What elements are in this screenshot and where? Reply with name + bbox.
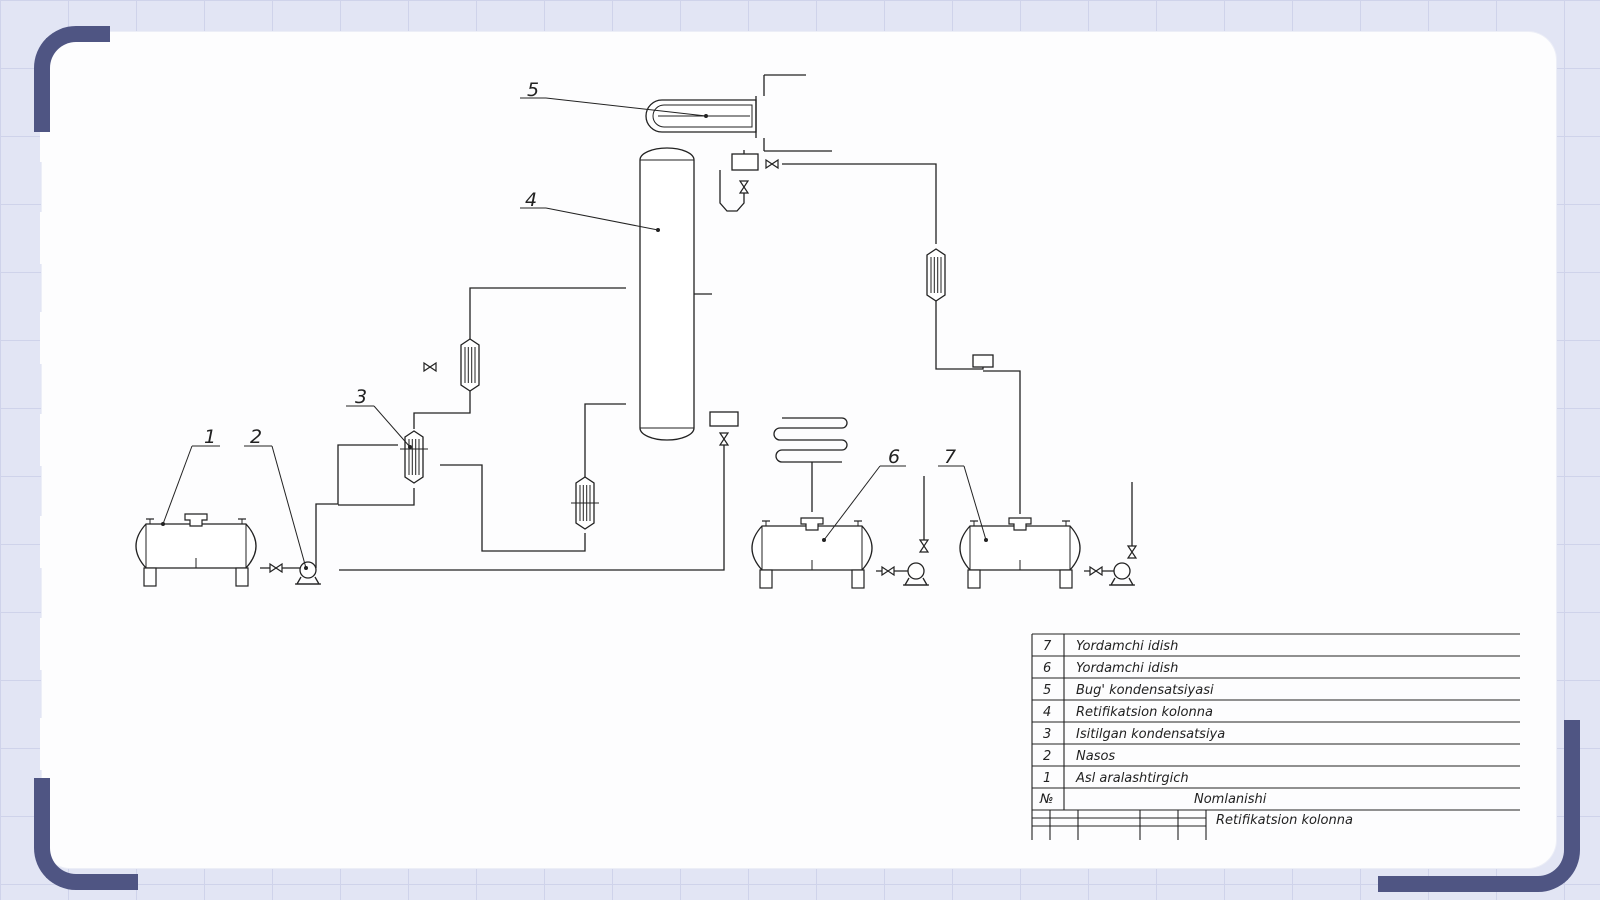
row-name: Retifikatsion kolonna <box>1076 705 1213 720</box>
product-cooler-icon <box>926 248 946 302</box>
pump-icon <box>902 562 930 586</box>
row-name: Isitilgan kondensatsiya <box>1076 727 1225 742</box>
vapor-condenser <box>645 96 757 138</box>
callout-6: 6 <box>888 446 900 468</box>
row-num: 3 <box>1043 727 1051 742</box>
heated-condenser-icon <box>404 430 424 484</box>
reflux-drum <box>731 153 759 171</box>
row-name: Nasos <box>1076 749 1115 764</box>
receiver-box <box>972 354 994 368</box>
pipelines <box>315 74 1133 571</box>
valve-icon <box>1089 566 1103 576</box>
preheater-icon <box>460 338 480 392</box>
feed-mixer-tank <box>135 518 257 587</box>
legend-table: 7 Yordamchi idish 6 Yordamchi idish 5 Bu… <box>1031 633 1520 840</box>
leader-lines <box>162 97 987 569</box>
pump-icon <box>294 561 322 585</box>
row-num: 7 <box>1043 639 1052 654</box>
separator-box <box>709 411 739 427</box>
row-num: 1 <box>1043 771 1051 786</box>
valve-icon <box>919 539 929 553</box>
row-name: Yordamchi idish <box>1076 639 1178 654</box>
valve-icon <box>719 432 729 446</box>
header-num: № <box>1039 792 1054 807</box>
row-name: Asl aralashtirgich <box>1075 771 1189 786</box>
auxiliary-tank-7 <box>959 520 1081 589</box>
row-num: 4 <box>1043 705 1051 720</box>
valve-icon <box>739 180 749 194</box>
pump-icon <box>1108 562 1136 586</box>
callout-1: 1 <box>204 426 216 448</box>
corner-bracket-bottom-left <box>34 778 138 890</box>
row-num: 5 <box>1043 683 1051 698</box>
row-num: 2 <box>1043 749 1051 764</box>
callout-2: 2 <box>250 426 262 448</box>
valve-icon <box>881 566 895 576</box>
valve-icon <box>423 362 437 372</box>
row-name: Bug' kondensatsiyasi <box>1076 683 1214 698</box>
row-num: 6 <box>1043 661 1051 676</box>
callout-4: 4 <box>525 189 537 211</box>
row-name: Yordamchi idish <box>1076 661 1178 676</box>
rectification-column <box>639 147 695 441</box>
header-name: Nomlanishi <box>1194 792 1267 807</box>
drawing-title: Retifikatsion kolonna <box>1216 813 1353 828</box>
valve-icon <box>269 563 283 573</box>
callout-7: 7 <box>944 446 956 468</box>
callout-3: 3 <box>355 386 367 408</box>
auxiliary-tank-6 <box>751 520 873 589</box>
valve-icon <box>765 159 779 169</box>
callout-5: 5 <box>527 79 539 101</box>
valve-icon <box>1127 545 1137 559</box>
corner-bracket-bottom-right <box>1378 720 1580 892</box>
